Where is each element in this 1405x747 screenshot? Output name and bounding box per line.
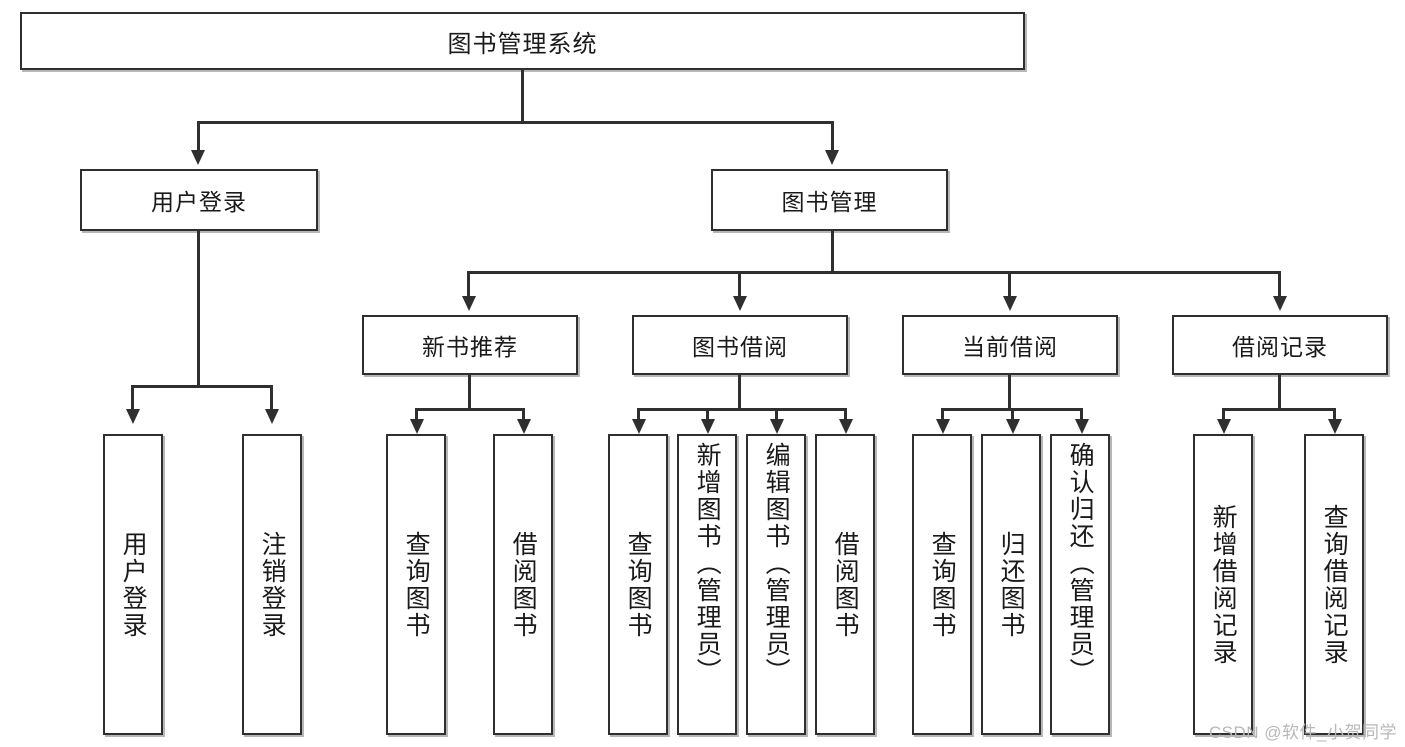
connector-root-bus [197, 121, 834, 124]
arrow-root-to-bookmgmt [825, 150, 839, 165]
leaf-add-record[interactable]: 新增借阅记录 [1193, 434, 1253, 735]
arrow-bookborrow-to-leaf3 [770, 419, 784, 434]
connector-bookborrow-to-leaf4 [844, 408, 847, 420]
connector-bookborrow-to-leaf1 [637, 408, 640, 420]
connector-bookborrow-stem [738, 375, 741, 409]
node-root-system[interactable]: 图书管理系统 [20, 12, 1025, 70]
connector-borrowrecord-to-leaf1 [1222, 408, 1225, 420]
arrow-bookborrow-to-leaf4 [839, 419, 853, 434]
arrow-currentborrow-to-leaf2 [1006, 419, 1020, 434]
leaf-label: 查询借阅记录 [1320, 503, 1349, 666]
leaf-label: 借阅图书 [509, 530, 538, 639]
connector-bookmgmt-to-record [1278, 271, 1281, 297]
connector-bookmgmt-bus [467, 271, 1281, 274]
leaf-user-login[interactable]: 用户登录 [103, 434, 163, 735]
connector-root-to-bookmgmt [831, 121, 834, 151]
leaf-label: 查询图书 [624, 530, 653, 639]
node-book-management[interactable]: 图书管理 [711, 169, 948, 231]
node-current-borrow[interactable]: 当前借阅 [902, 315, 1118, 375]
connector-currentborrow-to-leaf2 [1011, 408, 1014, 420]
arrow-userlogin-to-leaf1 [126, 409, 140, 424]
arrow-bookmgmt-to-current [1003, 296, 1017, 311]
node-label: 用户登录 [151, 189, 247, 215]
connector-currentborrow-to-leaf1 [941, 408, 944, 420]
leaf-user-logout[interactable]: 注销登录 [242, 434, 302, 735]
arrow-currentborrow-to-leaf3 [1075, 419, 1089, 434]
connector-newbook-stem [468, 375, 471, 409]
connector-newbook-to-leaf1 [415, 408, 418, 420]
leaf-label: 新增图书（管理员） [693, 442, 722, 685]
connector-borrowrecord-to-leaf2 [1333, 408, 1336, 420]
connector-bookmgmt-stem [831, 231, 834, 272]
connector-root-stem [521, 70, 524, 122]
leaf-label: 借阅图书 [831, 530, 860, 639]
connector-userlogin-stem [197, 231, 200, 386]
watermark-text: CSDN @软件_小贺同学 [1208, 723, 1397, 742]
leaf-label: 新增借阅记录 [1209, 503, 1238, 666]
arrow-newbook-to-leaf1 [410, 419, 424, 434]
arrow-currentborrow-to-leaf1 [936, 419, 950, 434]
connector-currentborrow-to-leaf3 [1080, 408, 1083, 420]
connector-borrowrecord-stem [1278, 375, 1281, 409]
leaf-query-book-2[interactable]: 查询图书 [608, 434, 668, 735]
leaf-label: 确认归还（管理员） [1066, 442, 1095, 685]
node-label: 借阅记录 [1232, 334, 1328, 360]
leaf-label: 查询图书 [402, 530, 431, 639]
connector-currentborrow-stem [1008, 375, 1011, 409]
arrow-bookmgmt-to-record [1273, 296, 1287, 311]
connector-bookmgmt-to-borrow [738, 271, 741, 297]
arrow-userlogin-to-leaf2 [265, 409, 279, 424]
node-label: 图书管理系统 [447, 30, 598, 58]
node-book-borrow[interactable]: 图书借阅 [632, 315, 848, 375]
arrow-bookborrow-to-leaf2 [701, 419, 715, 434]
leaf-return-book[interactable]: 归还图书 [981, 434, 1041, 735]
arrow-root-to-userlogin [191, 150, 205, 165]
node-label: 当前借阅 [962, 334, 1058, 360]
node-label: 图书管理 [781, 189, 878, 215]
node-new-book-recommend[interactable]: 新书推荐 [362, 315, 578, 375]
leaf-query-book-1[interactable]: 查询图书 [386, 434, 446, 735]
leaf-query-book-3[interactable]: 查询图书 [912, 434, 972, 735]
connector-newbook-bus [415, 408, 525, 411]
leaf-label: 注销登录 [258, 530, 287, 639]
connector-bookborrow-to-leaf2 [706, 408, 709, 420]
node-user-login[interactable]: 用户登录 [80, 169, 318, 231]
leaf-confirm-return[interactable]: 确认归还（管理员） [1050, 434, 1110, 735]
connector-newbook-to-leaf2 [522, 408, 525, 420]
connector-bookborrow-bus [637, 408, 846, 411]
node-label: 图书借阅 [692, 334, 788, 360]
arrow-bookborrow-to-leaf1 [632, 419, 646, 434]
connector-borrowrecord-bus [1222, 408, 1336, 411]
leaf-label: 归还图书 [997, 530, 1026, 639]
connector-bookborrow-to-leaf3 [775, 408, 778, 420]
leaf-label: 用户登录 [119, 530, 148, 639]
connector-userlogin-to-leaf1 [131, 385, 134, 410]
node-label: 新书推荐 [422, 334, 518, 360]
leaf-label: 查询图书 [928, 530, 957, 639]
leaf-borrow-book-1[interactable]: 借阅图书 [493, 434, 553, 735]
connector-userlogin-bus [131, 385, 272, 388]
leaf-query-record[interactable]: 查询借阅记录 [1304, 434, 1364, 735]
arrow-bookmgmt-to-borrow [733, 296, 747, 311]
connector-bookmgmt-to-current [1008, 271, 1011, 297]
arrow-bookmgmt-to-newbook [462, 296, 476, 311]
arrow-borrowrecord-to-leaf2 [1328, 419, 1342, 434]
leaf-label: 编辑图书（管理员） [762, 442, 791, 685]
arrow-newbook-to-leaf2 [517, 419, 531, 434]
node-borrow-record[interactable]: 借阅记录 [1172, 315, 1388, 375]
connector-bookmgmt-to-newbook [467, 271, 470, 297]
arrow-borrowrecord-to-leaf1 [1217, 419, 1231, 434]
leaf-edit-book[interactable]: 编辑图书（管理员） [746, 434, 806, 735]
connector-userlogin-to-leaf2 [270, 385, 273, 410]
connector-root-to-userlogin [197, 121, 200, 151]
leaf-borrow-book-2[interactable]: 借阅图书 [815, 434, 875, 735]
leaf-add-book[interactable]: 新增图书（管理员） [677, 434, 737, 735]
